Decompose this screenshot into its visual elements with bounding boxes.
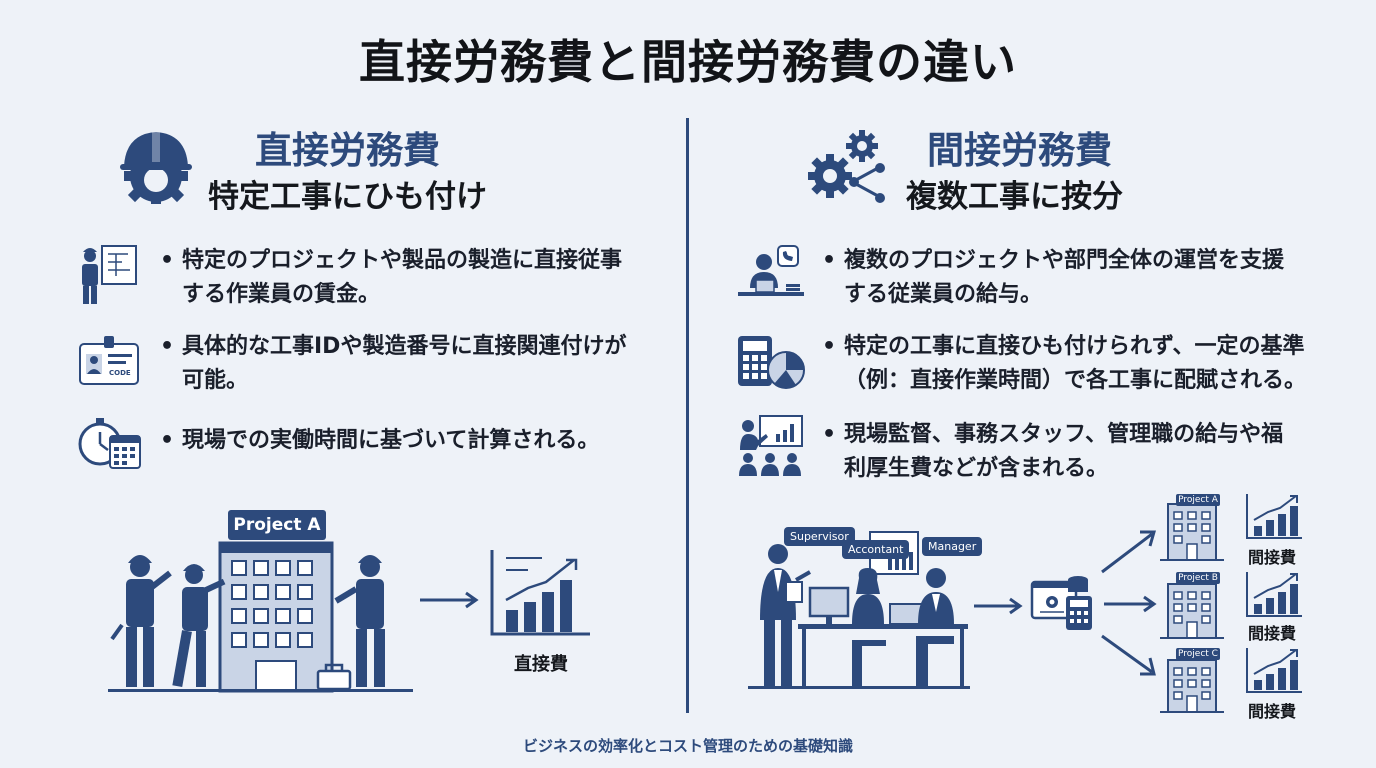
project-c-building-icon [1160,659,1224,713]
arrow-right-icon [420,591,479,609]
direct-bullet-1: • 特定のプロジェクトや製品の製造に直接従事 する作業員の賃金。 [160,248,623,307]
indirect-bullet-2: • 特定の工事に直接ひも付けられず、一定の基準 （例：直接作業時間）で各工事に配… [822,334,1307,393]
center-divider [686,118,689,713]
office-worker-phone-icon [738,245,804,296]
project-c-chart-icon [1246,648,1302,693]
project-a-mini-label: Project A [1176,494,1220,506]
manager-bubble: Manager [922,537,983,556]
worker-blueprint-icon [82,245,137,304]
arrow-right-icon [974,597,1023,615]
supervisor-bubble: Supervisor [784,527,855,546]
id-card-icon [79,336,139,385]
calculator-pie-chart-icon [738,336,805,389]
stopwatch-calendar-icon [78,418,141,469]
direct-bullet-3: • 現場での実働時間に基づいて計算される。 [160,428,600,453]
workers-building-illustration [108,541,413,693]
presentation-team-icon [739,415,803,476]
direct-heading: 直接労務費 [255,129,440,172]
direct-bullet-2: • 具体的な工事IDや製造番号に直接関連付けが 可能。 [160,334,627,393]
project-c-indirect-cost-label: 間接費 [1248,702,1297,721]
direct-subheading: 特定工事にひも付け [208,179,487,215]
project-b-indirect-cost-label: 間接費 [1248,624,1297,643]
project-a-building-icon [1160,503,1224,561]
project-a-indirect-cost-label: 間接費 [1248,548,1297,567]
distribution-arrows-icon [1101,530,1157,676]
footer-caption: ビジネスの効率化とコスト管理のための基礎知識 [522,737,853,755]
project-a-label: Project A [228,510,326,540]
direct-cost-label: 直接費 [514,654,568,675]
hardhat-gear-icon [120,132,192,204]
id-card-code-text: CODE [109,369,131,377]
indirect-bullet-3: • 現場監督、事務スタッフ、管理職の給与や福 利厚生費などが含まれる。 [822,422,1284,481]
allocation-system-icon [1030,576,1092,630]
project-c-mini-label: Project C [1176,648,1220,660]
page-title: 直接労務費と間接労務費の違い [359,35,1017,89]
indirect-subheading: 複数工事に按分 [906,179,1123,215]
accountant-bubble: Accontant [842,540,910,559]
gears-network-icon [808,130,885,203]
direct-cost-chart-icon [490,550,590,636]
project-a-chart-icon [1246,494,1302,539]
project-b-mini-label: Project B [1176,572,1220,584]
project-b-chart-icon [1246,572,1302,617]
indirect-heading: 間接労務費 [927,129,1112,172]
indirect-bullet-1: • 複数のプロジェクトや部門全体の運営を支援 する従業員の給与。 [822,248,1285,307]
project-b-building-icon [1160,583,1224,639]
